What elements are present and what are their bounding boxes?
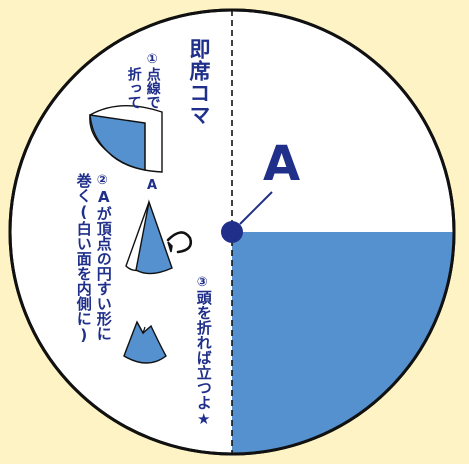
step2-text-line2: 巻く(白い面を内側に) (74, 173, 93, 344)
step2-number: ② (94, 173, 110, 188)
point-a-dot (221, 221, 243, 243)
step3-text-line1: 頭を折れば立つよ★ (194, 290, 213, 428)
step1-number: ① (144, 52, 160, 67)
roll-arrow (166, 231, 193, 254)
step1-text-line1: 点線で (144, 67, 161, 109)
step2-illustration (125, 199, 193, 275)
roll-arrow-head (167, 241, 173, 253)
blue-quarter-sector (232, 232, 454, 454)
top-cone (123, 320, 167, 364)
top-fold-tip (136, 321, 146, 335)
point-a-leader-line (239, 191, 273, 225)
step3-number: ③ (194, 275, 210, 290)
step1-text-line2: 折って (125, 67, 142, 109)
step2-text-line1: Aが頂点の円すい形に (94, 188, 113, 341)
paper-circle-outline (8, 8, 456, 456)
cone-apex-label: A (147, 178, 158, 193)
step1-illustration (89, 104, 163, 173)
folded-half-blue (89, 114, 146, 171)
point-a-label: A (263, 136, 301, 192)
page-title: 即席コマ (187, 38, 212, 126)
cone-blue-front (135, 199, 173, 275)
step3-illustration (123, 320, 167, 364)
